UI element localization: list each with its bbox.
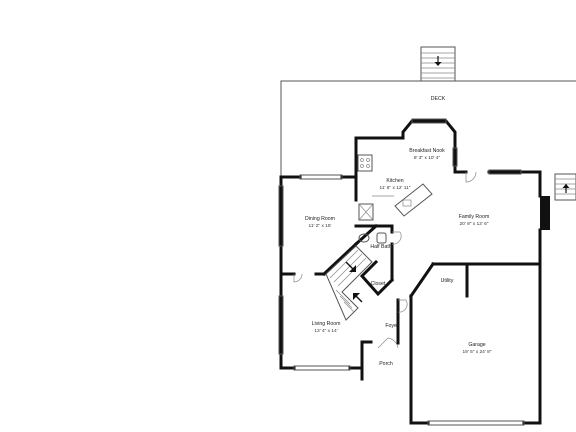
porch-label: Porch [379, 361, 393, 367]
staircase [325, 245, 373, 321]
family-room-dims: 20' 8" x 13' 6" [460, 221, 489, 227]
closet-label: Closet [371, 281, 386, 287]
arrow-down-icon [434, 56, 442, 66]
living-room-dims: 13' 4" x 14' [314, 328, 337, 334]
walls [279, 119, 550, 425]
kitchen-label: Kitchen [386, 178, 403, 184]
garage-dims: 19' 5" x 24' 8" [463, 349, 492, 355]
garage-label: Garage [468, 342, 485, 348]
deck-outline [280, 80, 576, 176]
kitchen-dims: 11' 6" x 12' 11" [380, 185, 411, 191]
dining-room-label: Dining Room [305, 216, 335, 222]
dining-room-dims: 11' 2" x 15' [309, 223, 332, 229]
breakfast-nook-label: Breakfast Nook [409, 148, 445, 154]
windows [278, 118, 525, 426]
deck-stairs [420, 46, 456, 82]
half-bath-label: Half Bath [370, 244, 391, 250]
arrow-up-icon [562, 184, 570, 193]
doors [293, 171, 477, 349]
family-room-label: Family Room [459, 214, 490, 220]
living-room-label: Living Room [312, 321, 341, 327]
side-stairs [554, 173, 576, 201]
room-labels: DECK Breakfast Nook 8' 3" x 10' 4" Kitch… [305, 96, 492, 367]
breakfast-nook-dims: 8' 3" x 10' 4" [414, 155, 441, 161]
arrow-up-left-icon [353, 293, 363, 303]
bath-fixtures [358, 232, 387, 244]
kitchen-fixtures [357, 154, 433, 221]
deck-label: DECK [431, 96, 446, 102]
arrow-down-right-icon [345, 261, 356, 272]
foyer-label: Foyer [385, 323, 399, 329]
utility-label: Utility [441, 278, 454, 284]
